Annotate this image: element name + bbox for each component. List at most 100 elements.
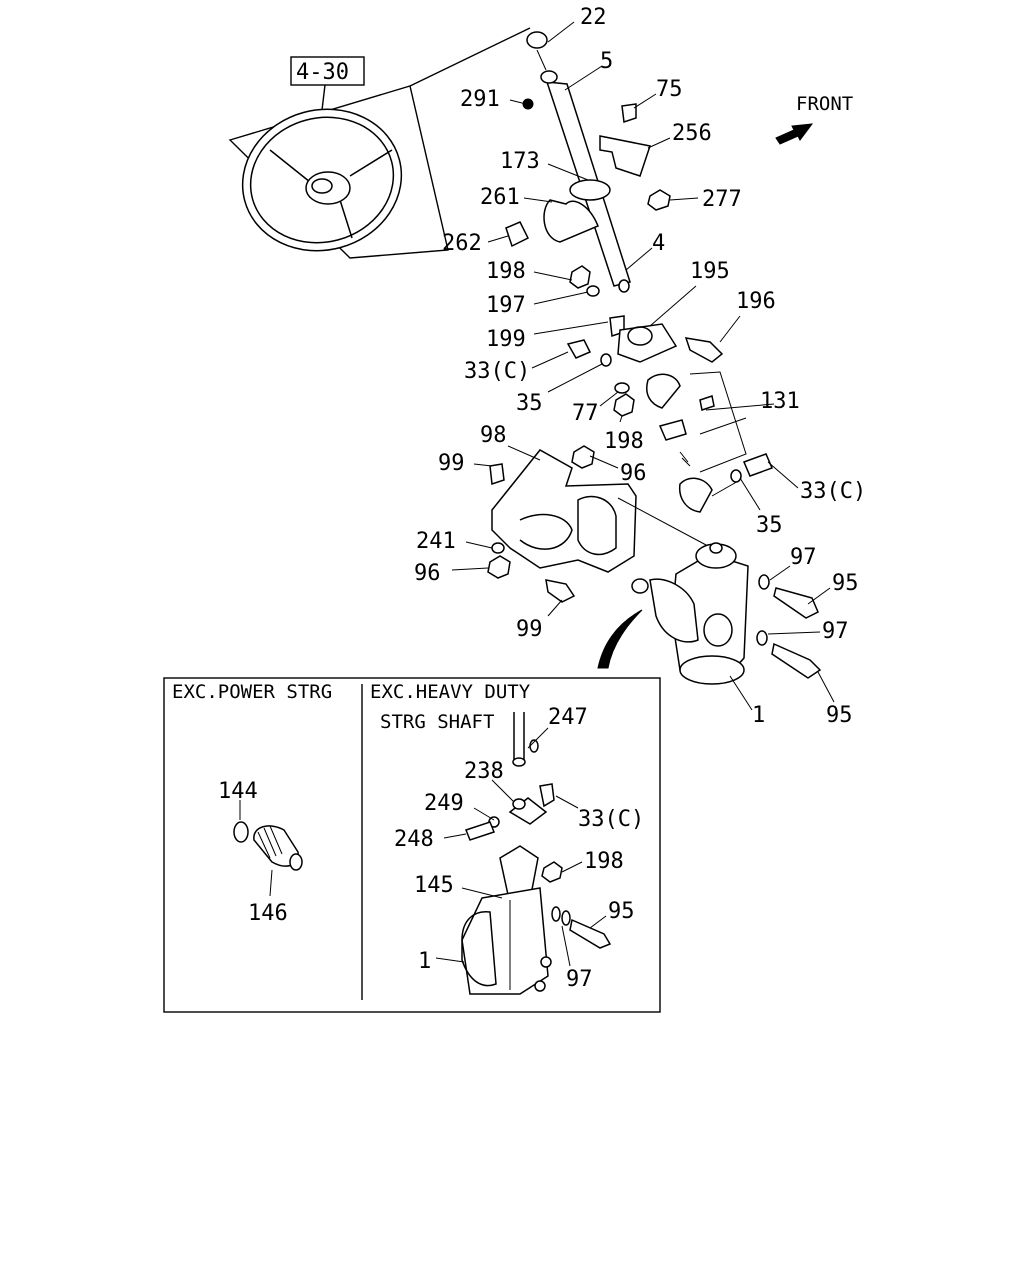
bolt-75 xyxy=(621,103,637,124)
nut-22-axis xyxy=(536,49,547,71)
callout-75: 75 xyxy=(656,77,683,102)
ref-box-leader xyxy=(321,84,326,111)
gear-box-inset-port xyxy=(540,956,552,968)
column-collar xyxy=(569,179,611,201)
bolt-248 xyxy=(465,821,495,841)
callout-95-lower: 95 xyxy=(826,703,853,728)
strg-shaft xyxy=(513,712,525,760)
bolt-196 xyxy=(684,337,724,363)
callout-277: 277 xyxy=(702,187,742,212)
inset-right-subtitle: STRG SHAFT xyxy=(380,711,494,733)
bolt-95-lower xyxy=(771,642,822,679)
callout-131: 131 xyxy=(760,389,800,414)
wheel-leader-line xyxy=(409,27,531,87)
callout-238: 238 xyxy=(464,759,504,784)
callout-98: 98 xyxy=(480,423,507,448)
column-top-spline xyxy=(540,70,558,84)
inset-border xyxy=(163,677,661,1013)
washer-77 xyxy=(614,382,630,394)
cross-131 xyxy=(658,419,687,441)
bolt-95-inset xyxy=(569,918,612,949)
gear-box-inset-side xyxy=(461,911,497,987)
strg-shaft-end xyxy=(512,757,526,767)
inset-panel: EXC.POWER STRG EXC.HEAVY DUTY STRG SHAFT xyxy=(163,677,661,1013)
callout-247: 247 xyxy=(548,705,588,730)
bolt-95-upper xyxy=(773,587,819,619)
nut-198-lower xyxy=(613,393,635,417)
steering-column xyxy=(522,31,631,293)
nut-22 xyxy=(526,31,548,49)
callout-195: 195 xyxy=(690,259,730,284)
ref-box xyxy=(290,56,365,86)
part-291 xyxy=(522,98,534,110)
nut-198-upper xyxy=(569,265,591,289)
yoke-131-lower xyxy=(678,477,713,513)
yoke-131-upper xyxy=(646,373,681,409)
washer-35-upper xyxy=(600,353,612,367)
callout-146: 146 xyxy=(248,901,288,926)
callout-96-lower: 96 xyxy=(414,561,441,586)
bolt-axis-lower xyxy=(711,479,741,497)
callout-33c-inset: 33(C) xyxy=(578,807,644,832)
callout-1-inset: 1 xyxy=(418,949,431,974)
callout-97-upper: 97 xyxy=(790,545,817,570)
gear-sector-spline xyxy=(631,578,649,594)
callout-262: 262 xyxy=(442,231,482,256)
callout-249: 249 xyxy=(424,791,464,816)
washer-97-lower xyxy=(756,630,768,646)
steering-wheel xyxy=(228,27,531,259)
callout-77: 77 xyxy=(572,401,599,426)
bracket-to-gear-axis xyxy=(617,497,709,547)
gear-side-cover xyxy=(649,578,699,643)
nut-96-upper xyxy=(571,445,595,469)
callout-198-upper: 198 xyxy=(486,259,526,284)
fitting-146 xyxy=(253,825,299,867)
callout-4: 4 xyxy=(652,231,665,256)
oring-144 xyxy=(233,821,249,843)
bolt-33c-inset xyxy=(539,783,555,808)
callout-35-lower: 35 xyxy=(756,513,783,538)
callout-241: 241 xyxy=(416,529,456,554)
washer-97-inset-b xyxy=(561,910,571,926)
callout-33c-upper: 33(C) xyxy=(464,359,530,384)
callout-35-upper: 35 xyxy=(516,391,543,416)
bracket-256 xyxy=(599,135,651,177)
steering-gear-1 xyxy=(597,542,749,685)
callout-198-lower: 198 xyxy=(604,429,644,454)
washer-197 xyxy=(586,285,600,297)
washer-241 xyxy=(491,542,505,554)
wheel-hub-cap xyxy=(311,178,333,194)
rotation-arrow-icon xyxy=(597,609,643,669)
bolt-99-upper xyxy=(489,463,505,486)
gear-bottom-flange xyxy=(679,655,745,685)
flange-195-bore xyxy=(627,326,653,346)
wheel-rim-inner xyxy=(249,116,395,244)
callout-261: 261 xyxy=(480,185,520,210)
flange-238-hole xyxy=(512,798,526,810)
bolt-33c-lower xyxy=(742,453,774,477)
column-lower-end xyxy=(618,279,630,293)
bracket-131-leader xyxy=(689,371,747,473)
nut-198-inset xyxy=(541,861,563,883)
callout-97-lower: 97 xyxy=(822,619,849,644)
gear-box-inset-port-2 xyxy=(534,980,546,992)
clamp-261 xyxy=(543,199,599,243)
callout-291: 291 xyxy=(460,87,500,112)
callout-22: 22 xyxy=(580,5,607,30)
callout-196: 196 xyxy=(736,289,776,314)
callout-99-upper: 99 xyxy=(438,451,465,476)
washer-97-upper xyxy=(758,574,770,590)
callout-256: 256 xyxy=(672,121,712,146)
callout-95-upper: 95 xyxy=(832,571,859,596)
callout-198-inset: 198 xyxy=(584,849,624,874)
callout-97-inset: 97 xyxy=(566,967,593,992)
callout-99-lower: 99 xyxy=(516,617,543,642)
callout-144: 144 xyxy=(218,779,258,804)
bracket-98-recess xyxy=(519,513,573,550)
bracket-98-window xyxy=(577,495,617,556)
bolt-99-lower xyxy=(545,579,576,603)
spring-131 xyxy=(679,451,691,467)
nut-96-lower xyxy=(487,555,511,579)
